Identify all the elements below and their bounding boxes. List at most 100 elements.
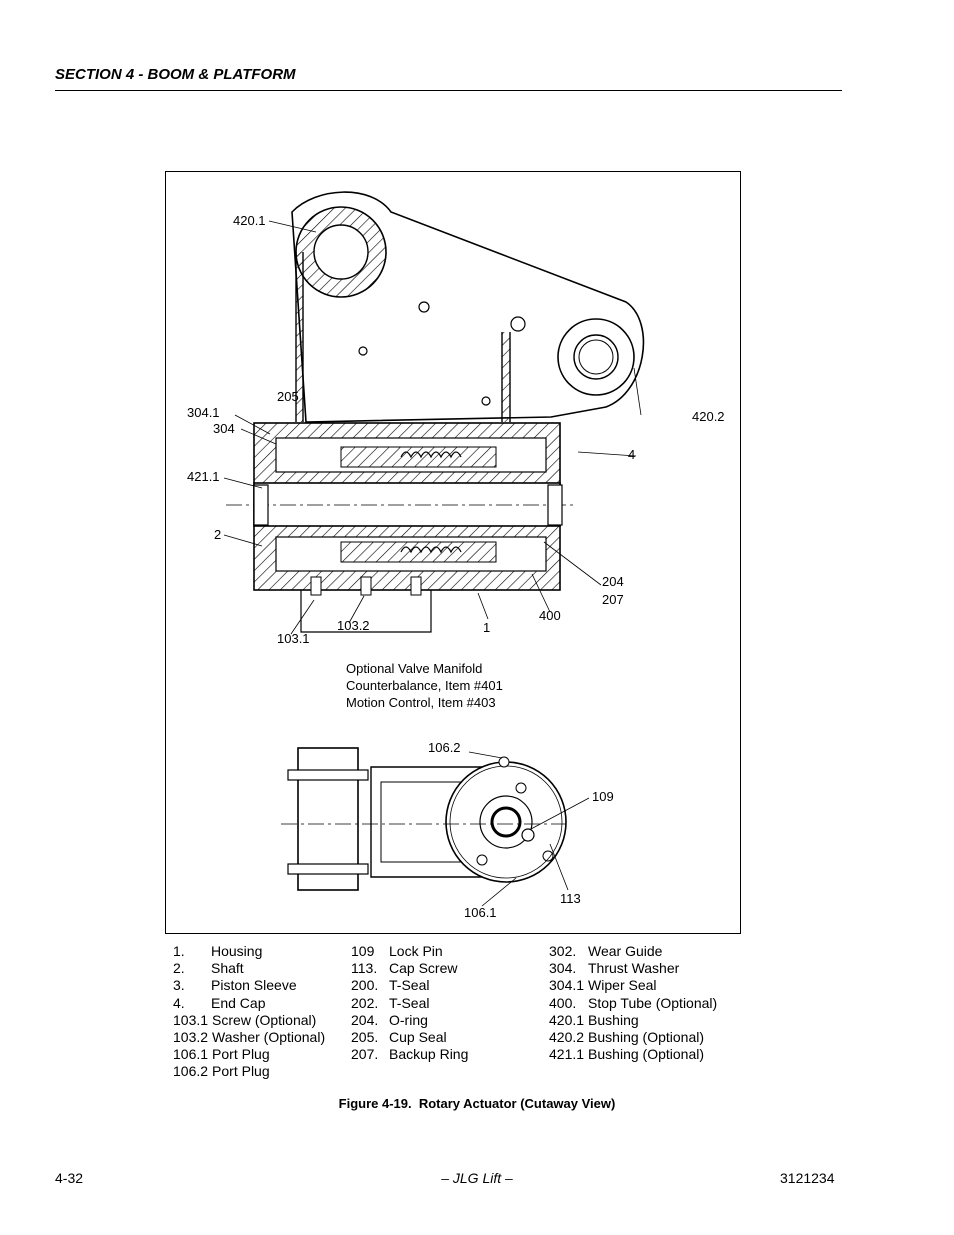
- legend-item: 304.Thrust Washer: [549, 960, 717, 977]
- legend-item-label: Stop Tube (Optional): [588, 994, 718, 1011]
- legend-item: 4. End Cap: [173, 995, 325, 1012]
- callout-420-2: 420.2: [692, 409, 725, 424]
- legend-item-number: 304.: [549, 960, 577, 977]
- legend-item-number: 1.: [173, 943, 185, 959]
- legend-item-number: 205.: [351, 1029, 379, 1046]
- callout-205: 205: [277, 389, 299, 404]
- actuator-end-view: [281, 747, 567, 891]
- legend-item-number: 2.: [173, 960, 185, 977]
- callout-106-1: 106.1: [464, 905, 497, 920]
- legend-item-label: Cup Seal: [389, 1029, 447, 1046]
- legend-item-label: Wear Guide: [588, 943, 663, 959]
- legend-item-number: 106.1: [173, 1046, 209, 1063]
- manifold-note-line-1: Optional Valve Manifold: [346, 661, 483, 676]
- legend-item-label: Lock Pin: [389, 943, 443, 959]
- callout-207: 207: [602, 592, 624, 607]
- legend-item-number: 103.1: [173, 1011, 209, 1028]
- legend-item-number: 207.: [351, 1046, 379, 1063]
- legend-item: 204. O-ring: [351, 1012, 468, 1029]
- legend-item: 202. T-Seal: [351, 995, 468, 1012]
- legend-item: 1. Housing: [173, 943, 325, 960]
- legend-item-label: T-Seal: [389, 977, 430, 994]
- legend-item-number: 421.1: [549, 1046, 585, 1063]
- legend-item: 3. Piston Sleeve: [173, 977, 325, 994]
- legend-item-label: Backup Ring: [389, 1046, 469, 1063]
- legend-column-1: 1. Housing 2. Shaft 3. Piston Sleeve 4. End Cap…: [173, 943, 325, 1081]
- legend-item-number: 3.: [173, 977, 185, 994]
- legend-item-number: 302.: [549, 943, 577, 959]
- shaft: [253, 482, 561, 527]
- legend-item-number: 113.: [351, 960, 378, 977]
- legend-item-label: T-Seal: [389, 994, 430, 1011]
- figure-frame: 420.1 420.2 205 304.1 304 4 421.1 2 204 …: [165, 171, 741, 934]
- rotary-actuator-drawing: [223, 191, 645, 907]
- legend-item-number: 304.1: [549, 977, 585, 994]
- callout-1: 1: [483, 620, 491, 635]
- callout-304-1: 304.1: [187, 405, 220, 420]
- figure-title: Rotary Actuator (Cutaway View): [418, 1096, 616, 1111]
- callout-103-1: 103.1: [277, 631, 310, 646]
- legend-item-label: Port Plug: [212, 1063, 270, 1080]
- callout-4: 4: [628, 447, 636, 462]
- legend-item-number: 4.: [173, 994, 185, 1011]
- legend-item-label: Bushing (Optional): [588, 1046, 704, 1063]
- manifold-note-line-3: Motion Control, Item #403: [346, 695, 496, 710]
- legend-item-label: Bushing (Optional): [588, 1029, 704, 1046]
- callout-109: 109: [592, 789, 614, 804]
- legend-column-2: 109 Lock Pin 113. Cap Screw 200. T-Seal 202. T-…: [351, 943, 468, 1063]
- legend-item: 302. Wear Guide: [549, 943, 717, 960]
- footer-center-text: – JLG Lift –: [441, 1170, 513, 1186]
- legend-item-label: Housing: [211, 943, 263, 959]
- legend-item: 2. Shaft: [173, 960, 325, 977]
- legend-item-number: 109: [351, 943, 375, 959]
- legend-item: 400. Stop Tube (Optional): [549, 995, 717, 1012]
- figure-number: Figure 4-19.: [338, 1096, 412, 1111]
- callout-420-1: 420.1: [233, 213, 266, 228]
- legend-item-number: 204.: [351, 1011, 379, 1028]
- legend-item: 207. Backup Ring: [351, 1046, 468, 1063]
- callout-304: 304: [213, 421, 235, 436]
- legend-item-label: Cap Screw: [389, 960, 458, 977]
- legend-item: 113. Cap Screw: [351, 960, 468, 977]
- figure-caption: Figure 4-19. Rotary Actuator (Cutaway Vi…: [0, 1096, 954, 1111]
- legend-item: 205. Cup Seal: [351, 1029, 468, 1046]
- callout-2: 2: [214, 527, 222, 542]
- legend-item-label: End Cap: [211, 994, 266, 1011]
- callout-106-2: 106.2: [428, 740, 461, 755]
- legend-item-label: Wiper Seal: [588, 977, 657, 994]
- legend-item-number: 202.: [351, 994, 379, 1011]
- callout-113: 113: [560, 891, 581, 906]
- legend-item-label: Shaft: [211, 960, 244, 977]
- document-number: 3121234: [780, 1170, 835, 1186]
- callout-103-2: 103.2: [337, 618, 370, 633]
- header-rule: [55, 90, 842, 91]
- legend-item-number: 400.: [549, 994, 577, 1011]
- legend-item-label: Port Plug: [212, 1046, 270, 1063]
- legend-item-label: Washer (Optional): [212, 1029, 326, 1046]
- legend-item-label: Bushing: [588, 1011, 639, 1028]
- legend-item: 200. T-Seal: [351, 977, 468, 994]
- bushing-420-2: [557, 318, 635, 396]
- legend-item-number: 106.2: [173, 1063, 209, 1080]
- legend-item-number: 420.1: [549, 1011, 585, 1028]
- legend-item: 109 Lock Pin: [351, 943, 468, 960]
- legend-item-label: Piston Sleeve: [211, 977, 297, 994]
- callout-204: 204: [602, 574, 624, 589]
- legend-item-label: Screw (Optional): [212, 1011, 317, 1028]
- legend-item-number: 420.2: [549, 1029, 585, 1046]
- section-header: SECTION 4 - BOOM & PLATFORM: [55, 66, 296, 83]
- legend-item-label: O-ring: [389, 1011, 428, 1028]
- legend-item-number: 200.: [351, 977, 379, 994]
- mounting-bracket: [291, 191, 645, 423]
- page-number: 4-32: [55, 1170, 84, 1186]
- callout-421-1: 421.1: [187, 469, 220, 484]
